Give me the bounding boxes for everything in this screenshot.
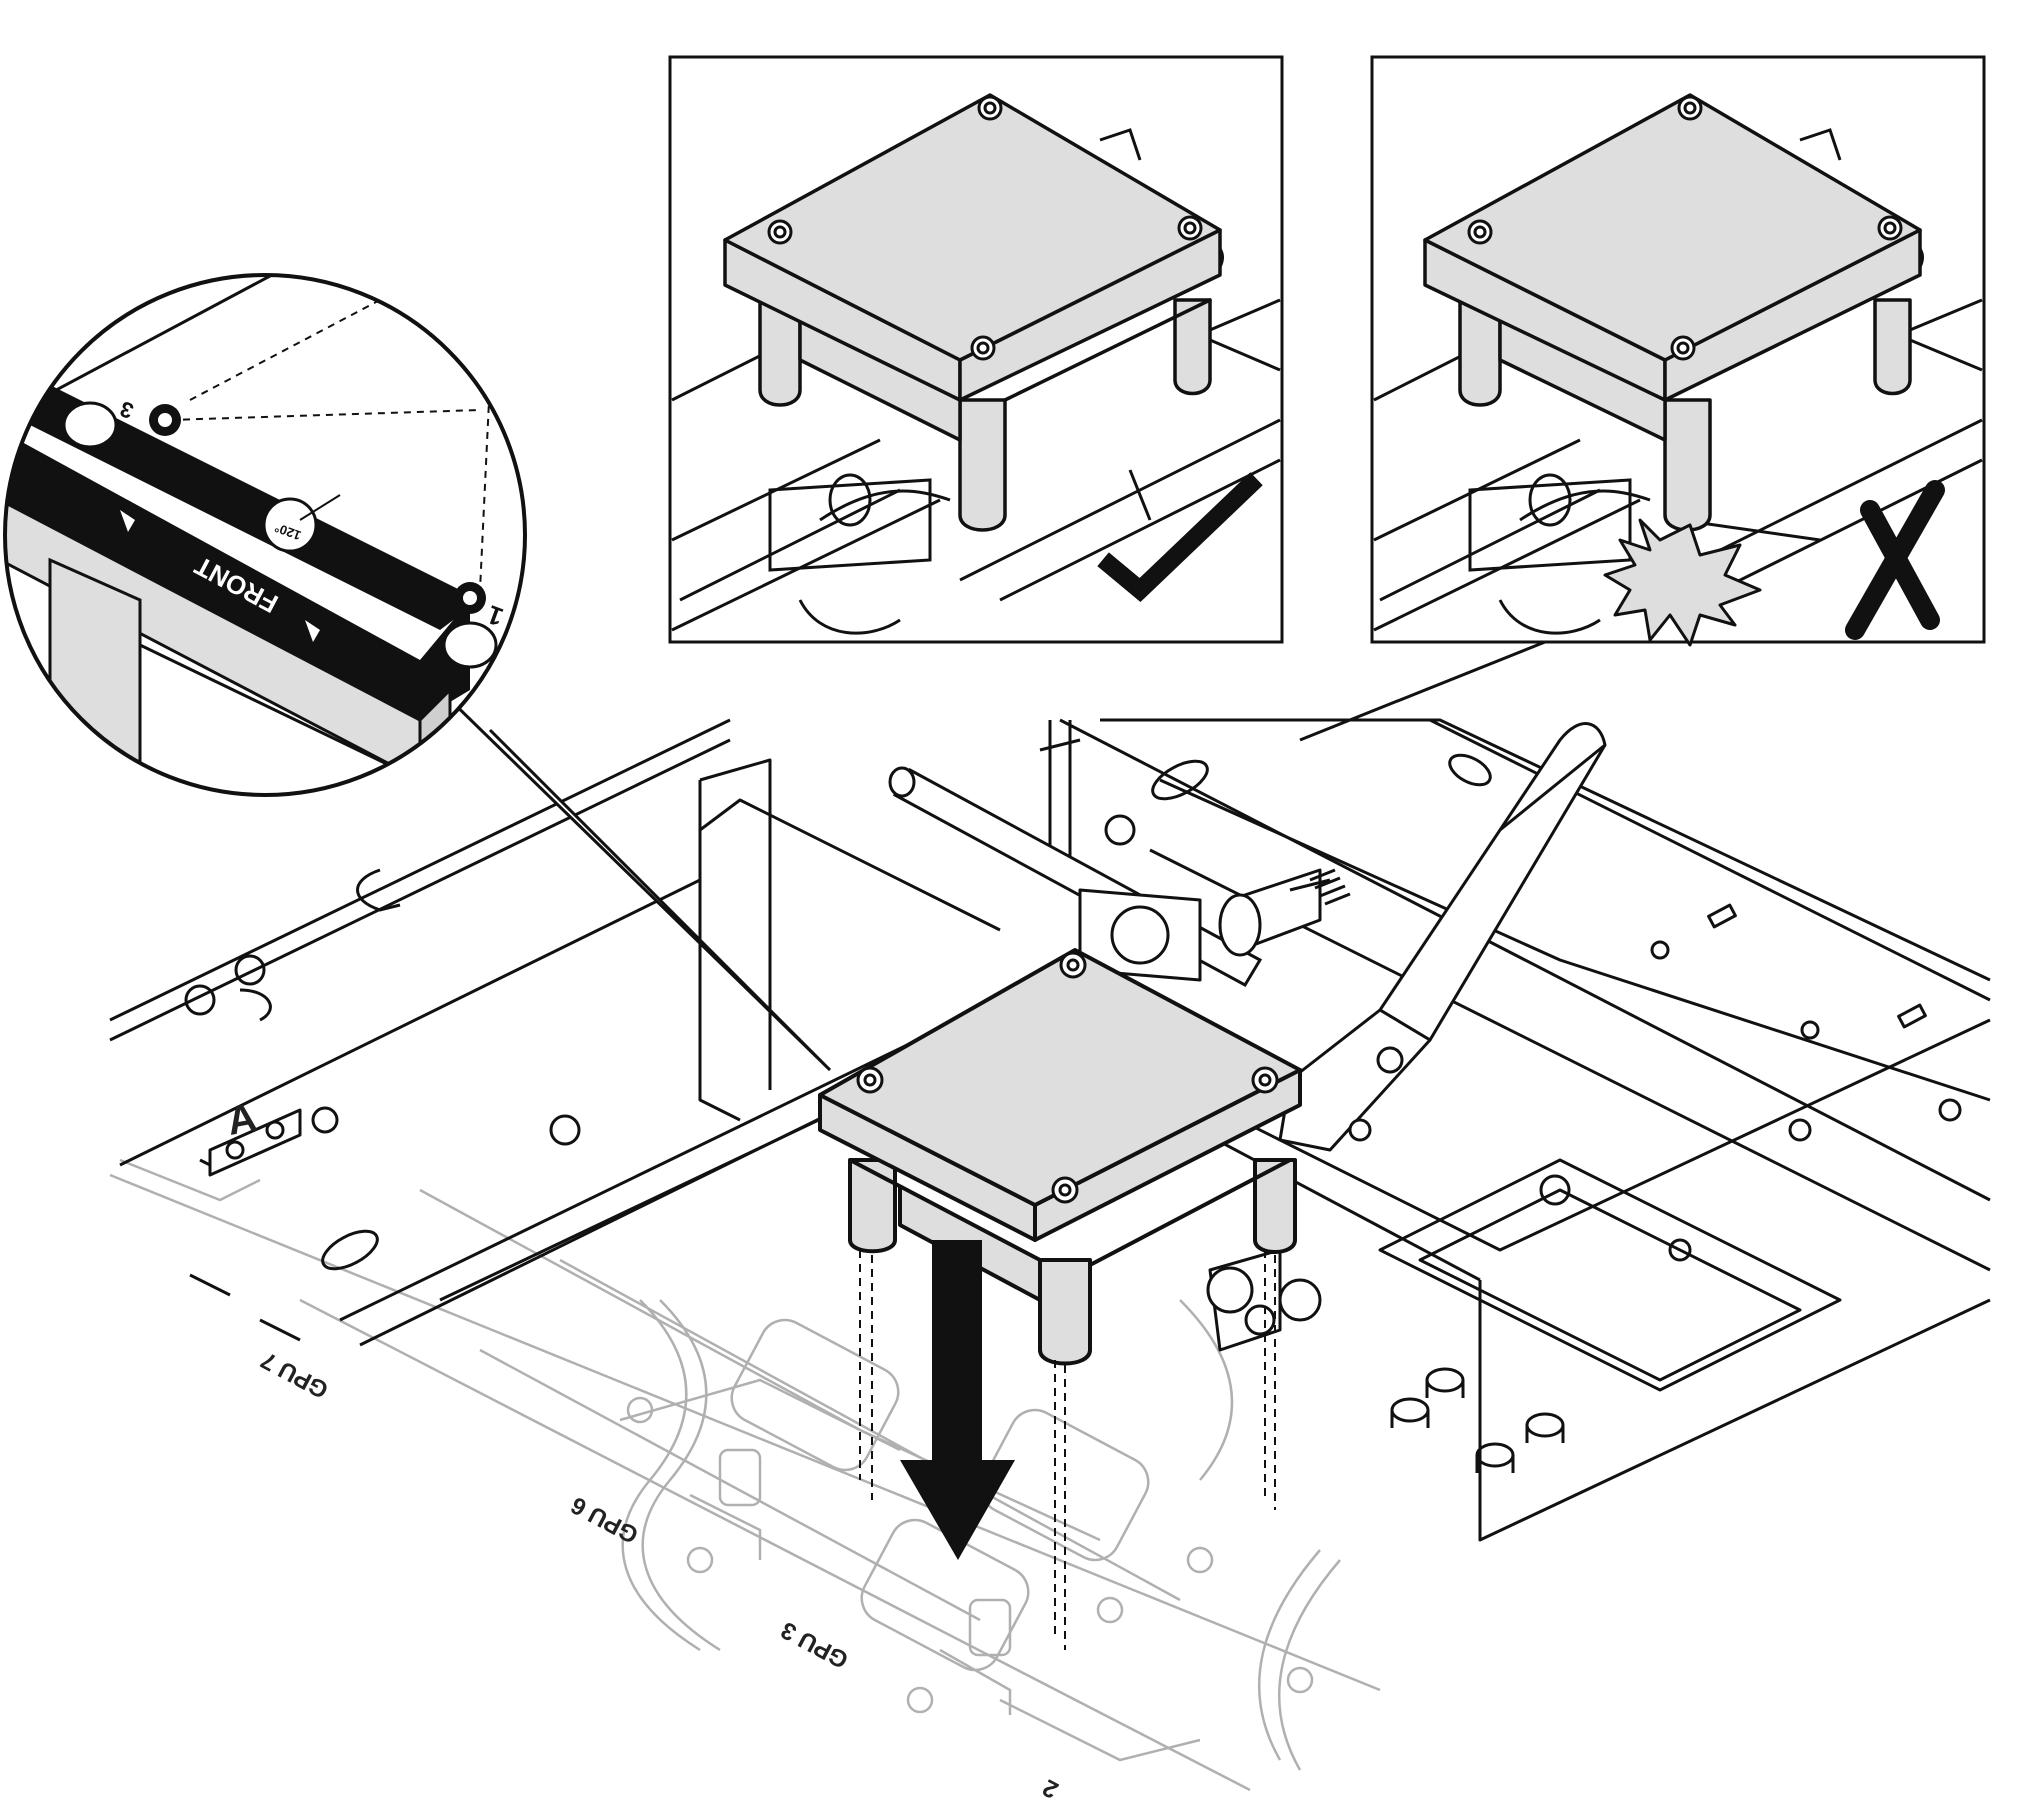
clamp-lever bbox=[1078, 722, 1607, 1352]
zoom-callout: 3 1 START FRONT 120° bbox=[3, 273, 832, 1072]
gpu-label-2: 2 bbox=[1038, 1773, 1062, 1803]
alignment-guides bbox=[859, 1250, 1276, 1650]
impact-burst-icon bbox=[1603, 518, 1762, 647]
gpu-label-6: GPU 6 bbox=[567, 1491, 643, 1549]
fixture-block bbox=[818, 948, 1302, 1366]
panel-wrong bbox=[1370, 55, 1986, 647]
gpu-label-3: GPU 3 bbox=[777, 1616, 853, 1674]
panel-correct bbox=[668, 55, 1284, 644]
gpu-board bbox=[109, 1158, 1381, 1792]
down-arrow-icon bbox=[900, 1240, 1015, 1560]
x-icon bbox=[1845, 480, 1945, 640]
gpu-label-7: GPU 7 bbox=[257, 1346, 333, 1404]
check-icon bbox=[1097, 472, 1263, 603]
section-label: A bbox=[224, 1096, 260, 1144]
